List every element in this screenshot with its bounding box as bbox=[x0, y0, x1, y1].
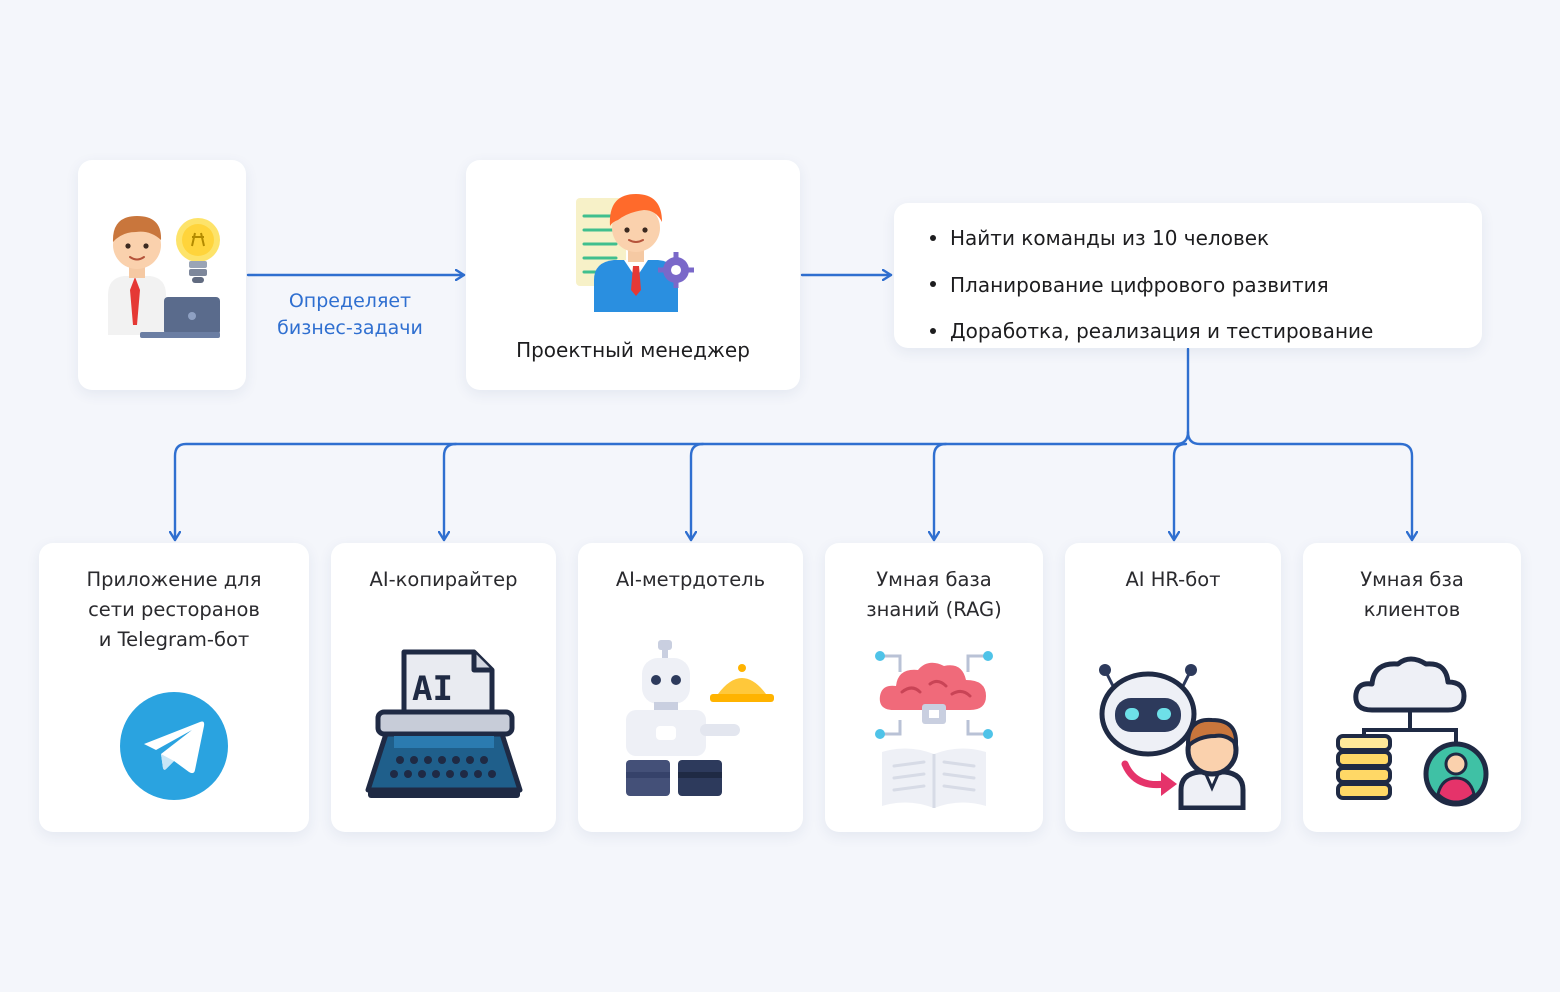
module-card-knowledge-base: Умная база знаний (RAG) bbox=[825, 543, 1043, 832]
branch-right bbox=[1186, 430, 1412, 542]
arrow-label-line2: бизнес-задачи bbox=[277, 317, 423, 339]
bullet-icon bbox=[930, 281, 936, 287]
module-title-line: AI-метрдотель bbox=[615, 568, 766, 591]
arrow-label-line1: Определяет bbox=[288, 290, 412, 312]
module-title-line: AI HR-бот bbox=[1125, 568, 1221, 591]
cloud-database-user-icon bbox=[1336, 656, 1489, 807]
bullet-icon bbox=[930, 234, 936, 241]
bullet-icon bbox=[930, 327, 936, 334]
robot-waiter-icon bbox=[625, 640, 774, 796]
task-item: Доработка, реализация и тестирование bbox=[930, 308, 1482, 355]
module-title: Умная база знаний (RAG) bbox=[831, 565, 1037, 625]
module-title-line: и Telegram-бот bbox=[98, 628, 250, 651]
telegram-icon bbox=[120, 692, 228, 800]
task-text: Найти команды из 10 человек bbox=[950, 226, 1270, 250]
module-title: AI-метрдотель bbox=[584, 565, 797, 595]
branch-left bbox=[175, 430, 1190, 542]
module-title: Умная бза клиентов bbox=[1309, 565, 1515, 625]
module-title: Приложение для сети ресторанов и Telegra… bbox=[45, 565, 303, 655]
branch-4 bbox=[934, 442, 948, 542]
module-icon-wrap bbox=[825, 648, 1043, 814]
module-card-client-base: Умная бза клиентов bbox=[1303, 543, 1521, 832]
module-title-line: Умная бза bbox=[1360, 568, 1464, 591]
robot-hr-icon bbox=[1099, 664, 1246, 810]
ai-typewriter-text: AI bbox=[412, 669, 453, 709]
module-title-line: сети ресторанов bbox=[88, 598, 260, 621]
businessman-idea-laptop-icon bbox=[108, 216, 220, 338]
module-card-ai-copywriter: AI-копирайтер AI bbox=[331, 543, 556, 832]
module-title-line: клиентов bbox=[1363, 598, 1461, 621]
module-icon-wrap bbox=[1303, 652, 1521, 808]
module-icon-wrap bbox=[1065, 660, 1281, 810]
project-manager-icon bbox=[576, 194, 694, 312]
module-title: AI-копирайтер bbox=[337, 565, 550, 595]
task-text: Планирование цифрового развития bbox=[950, 272, 1329, 297]
module-title-line: AI-копирайтер bbox=[369, 568, 518, 591]
branch-5 bbox=[1174, 442, 1188, 542]
branch-2 bbox=[444, 442, 458, 542]
pm-title: Проектный менеджер bbox=[516, 338, 750, 362]
module-icon-wrap bbox=[39, 692, 309, 800]
arrow-label: Определяет бизнес-задачи bbox=[250, 288, 450, 342]
task-item: Планирование цифрового развития bbox=[930, 262, 1482, 309]
module-icon-wrap: AI bbox=[331, 644, 556, 804]
tasks-list: Найти команды из 10 человек Планирование… bbox=[894, 203, 1482, 355]
module-title-line: знаний (RAG) bbox=[866, 598, 1002, 621]
module-card-ai-maitre: AI-метрдотель bbox=[578, 543, 803, 832]
module-title: AI HR-бот bbox=[1071, 565, 1275, 595]
module-card-restaurant-app: Приложение для сети ресторанов и Telegra… bbox=[39, 543, 309, 832]
task-text: Доработка, реализация и тестирование bbox=[950, 319, 1374, 343]
cloud-brain-book-icon bbox=[875, 651, 993, 808]
module-title-line: Приложение для bbox=[86, 568, 262, 591]
module-card-hr-bot: AI HR-бот bbox=[1065, 543, 1281, 832]
client-card bbox=[78, 160, 246, 390]
ai-typewriter-icon: AI bbox=[365, 649, 522, 798]
task-item: Найти команды из 10 человек bbox=[930, 215, 1482, 262]
project-manager-card bbox=[466, 160, 800, 390]
tasks-card: Найти команды из 10 человек Планирование… bbox=[894, 203, 1482, 348]
module-icon-wrap bbox=[578, 640, 803, 800]
branch-3 bbox=[691, 442, 705, 542]
module-title-line: Умная база bbox=[876, 568, 992, 591]
